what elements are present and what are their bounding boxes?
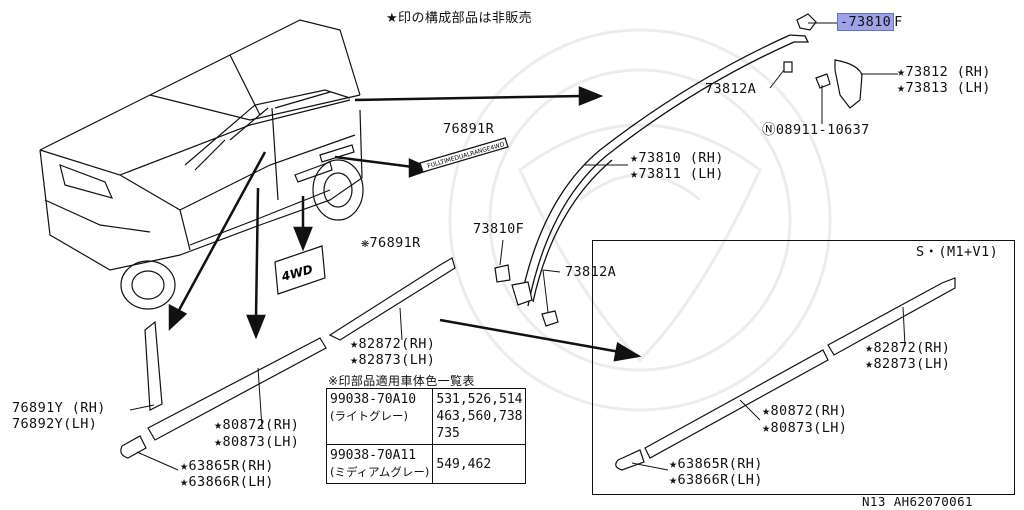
inset-label-82872-rh[interactable]: ★82872(RH) bbox=[865, 340, 951, 356]
label-80873-lh[interactable]: ★80873(LH) bbox=[214, 434, 300, 450]
highlighted-part-suffix: F bbox=[894, 14, 903, 30]
callout-arrows bbox=[168, 86, 642, 362]
body-colors-line: 735 bbox=[436, 426, 460, 441]
inset-label-63865r[interactable]: ★63865R(RH) bbox=[669, 456, 763, 472]
label-80872-rh[interactable]: ★80872(RH) bbox=[214, 417, 300, 433]
inset-label-82873-lh[interactable]: ★82873(LH) bbox=[865, 356, 951, 372]
label-73812a-top[interactable]: 73812A bbox=[705, 81, 757, 97]
label-73810-rh[interactable]: ★73810 (RH) bbox=[630, 150, 724, 166]
color-name: (ミディアムグレー) bbox=[330, 465, 430, 479]
side-moldings bbox=[120, 257, 456, 459]
four-wd-badge bbox=[274, 245, 326, 295]
color-code-cell: 99038-70A11 (ミディアムグレー) bbox=[325, 444, 434, 484]
emblem-plate bbox=[419, 137, 509, 173]
body-colors-cell: 531,526,514 463,560,738 735 bbox=[432, 388, 527, 445]
body-colors-line: 463,560,738 bbox=[436, 409, 523, 424]
label-73810f[interactable]: 73810F bbox=[473, 221, 525, 237]
color-name: (ライトグレー) bbox=[330, 409, 408, 423]
label-73812-rh[interactable]: ★73812 (RH) bbox=[897, 64, 991, 80]
clip-parts bbox=[494, 13, 863, 327]
roof-drip-molding bbox=[519, 34, 810, 307]
label-76891r-marked[interactable]: ❋76891R bbox=[361, 235, 421, 251]
body-colors-cell: 549,462 bbox=[432, 444, 527, 484]
label-73813-lh[interactable]: ★73813 (LH) bbox=[897, 80, 991, 96]
body-colors-line: 531,526,514 bbox=[436, 392, 523, 407]
table-row: 99038-70A10 (ライトグレー) 531,526,514 463,560… bbox=[325, 388, 527, 445]
label-82872-rh[interactable]: ★82872(RH) bbox=[350, 336, 436, 352]
color-table: 99038-70A10 (ライトグレー) 531,526,514 463,560… bbox=[325, 388, 527, 484]
leader-lines bbox=[129, 22, 906, 471]
label-76891y[interactable]: 76891Y (RH) bbox=[12, 400, 106, 416]
inset-title: S・(M1+V1) bbox=[916, 244, 999, 260]
label-08911[interactable]: Ⓝ08911-10637 bbox=[762, 122, 870, 138]
inset-label-80873-lh[interactable]: ★80873(LH) bbox=[762, 420, 848, 436]
diagram-code: N13 AH62070061 bbox=[862, 494, 973, 509]
car-illustration bbox=[39, 19, 364, 310]
inset-label-63866r[interactable]: ★63866R(LH) bbox=[669, 472, 763, 488]
header-note: ★印の構成部品は非販売 bbox=[386, 11, 533, 26]
label-63865r[interactable]: ★63865R(RH) bbox=[180, 458, 274, 474]
table-row: 99038-70A11 (ミディアムグレー) 549,462 bbox=[325, 444, 527, 484]
label-63866r[interactable]: ★63866R(LH) bbox=[180, 474, 274, 490]
inset-label-80872-rh[interactable]: ★80872(RH) bbox=[762, 403, 848, 419]
label-76891r[interactable]: 76891R bbox=[443, 121, 495, 137]
highlighted-part-number[interactable]: -73810 bbox=[837, 13, 895, 31]
color-table-title: ※印部品適用車体色一覧表 bbox=[328, 374, 475, 388]
label-82873-lh[interactable]: ★82873(LH) bbox=[350, 352, 436, 368]
label-76892y[interactable]: 76892Y(LH) bbox=[12, 416, 98, 432]
color-code-cell: 99038-70A10 (ライトグレー) bbox=[325, 388, 434, 445]
label-73812a-mid[interactable]: 73812A bbox=[565, 264, 617, 280]
watermark-logo bbox=[448, 28, 832, 412]
label-73811-lh[interactable]: ★73811 (LH) bbox=[630, 166, 724, 182]
variant-inset-frame bbox=[592, 240, 1015, 495]
color-code[interactable]: 99038-70A10 bbox=[330, 392, 417, 407]
color-code[interactable]: 99038-70A11 bbox=[330, 448, 417, 463]
body-colors-line: 549,462 bbox=[436, 456, 492, 472]
inset-moldings bbox=[615, 277, 956, 471]
